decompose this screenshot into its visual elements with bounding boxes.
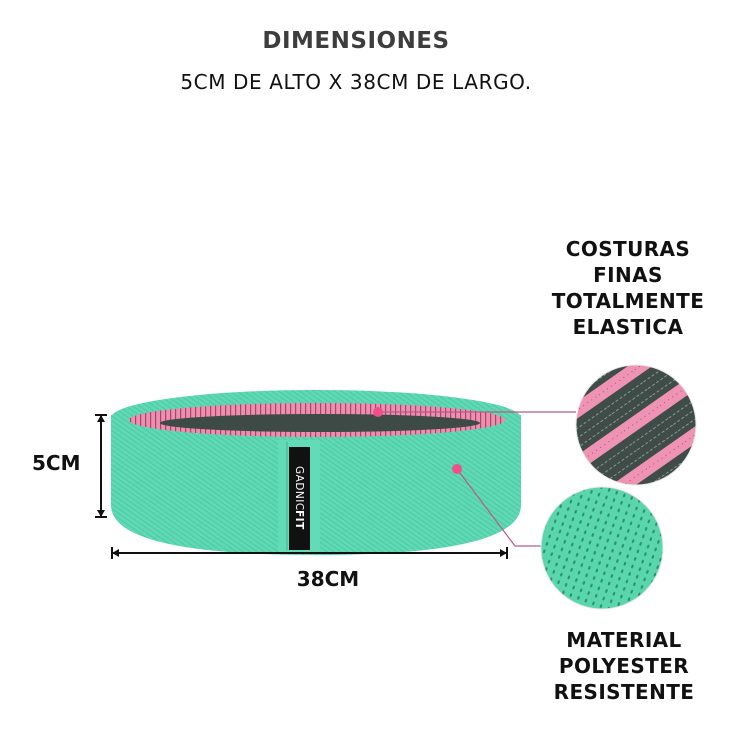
feature-line: COSTURAS (565, 237, 691, 261)
height-label: 5CM (32, 451, 81, 475)
feature-line: MATERIAL (566, 628, 682, 652)
width-dimension-arrow (111, 547, 508, 559)
material-swatch (541, 487, 663, 609)
seams-swatch (576, 365, 696, 485)
feature-line: POLYESTER (558, 654, 690, 678)
width-label: 38CM (296, 567, 360, 591)
callout-seams (373, 407, 576, 417)
feature-seams: COSTURAS FINAS TOTALMENTE ELASTICA (528, 236, 728, 340)
page-title: DIMENSIONES (262, 28, 450, 54)
feature-line: FINAS (593, 263, 663, 287)
callout-material (452, 464, 552, 547)
feature-material: MATERIAL POLYESTER RESISTENTE (524, 627, 724, 705)
dimensions-subtitle: 5CM DE ALTO X 38CM DE LARGO. (180, 70, 532, 94)
brand-name-bold: FIT (293, 510, 305, 531)
feature-line: RESISTENTE (553, 680, 695, 704)
feature-line: ELASTICA (572, 315, 684, 339)
height-dimension-arrow (95, 414, 107, 518)
feature-line: TOTALMENTE (551, 289, 705, 313)
brand-name-light: GADNIC (293, 465, 305, 511)
